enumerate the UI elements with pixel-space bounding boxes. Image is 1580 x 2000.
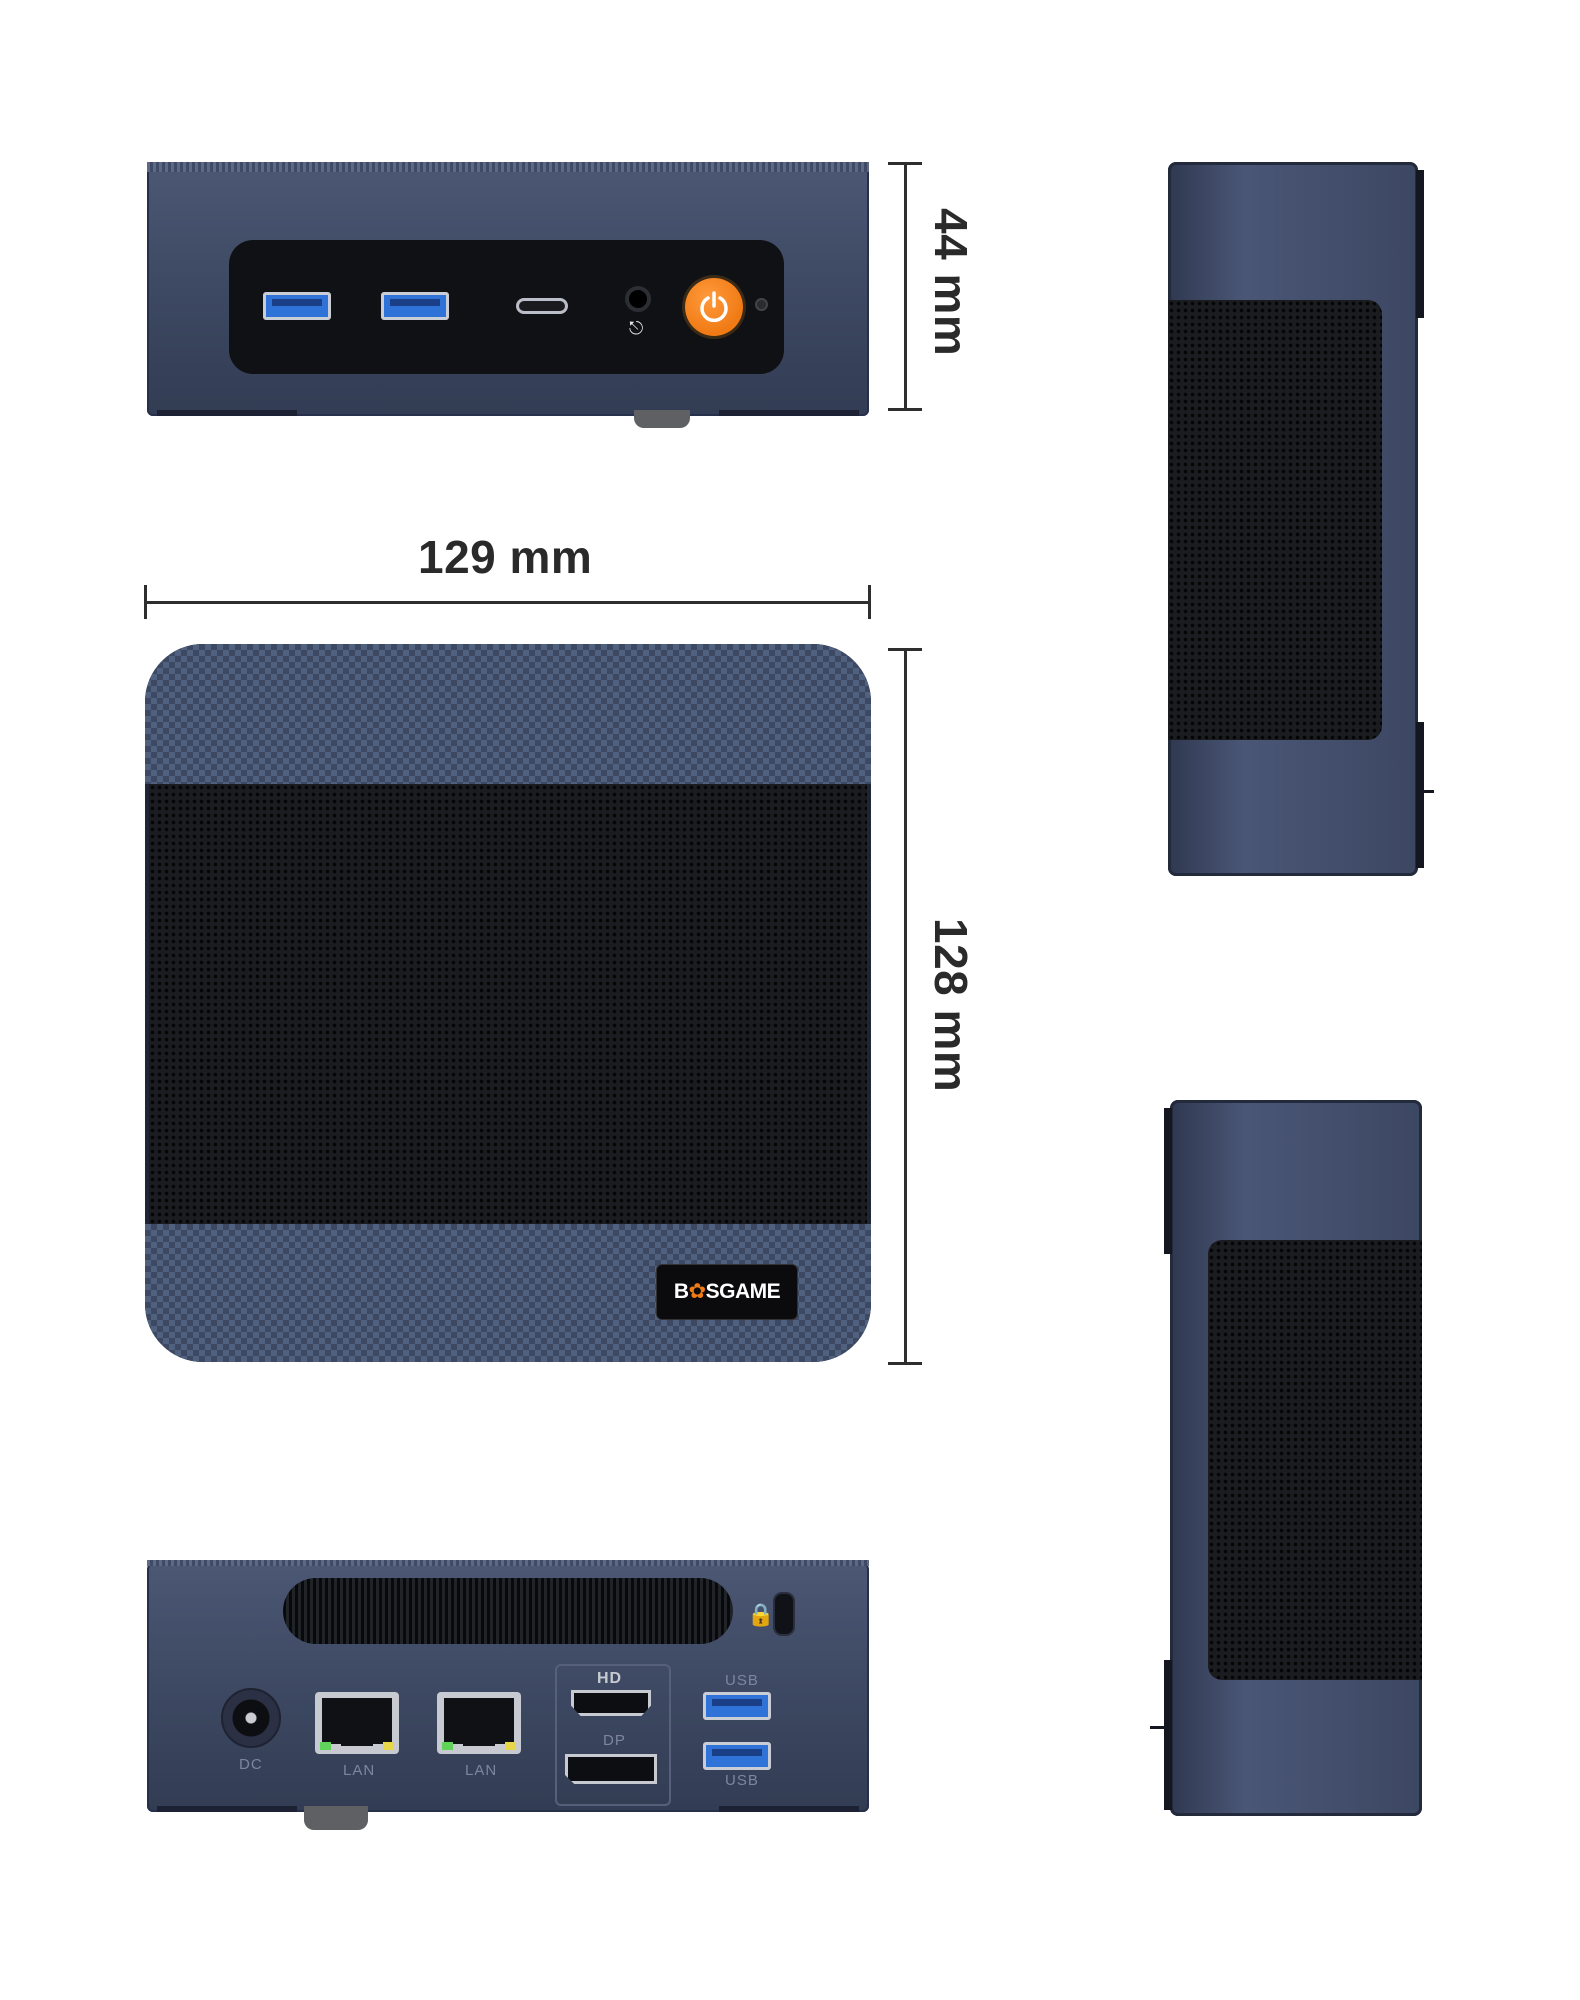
side-lower-edge-top [1164, 1108, 1172, 1254]
bottom-diamond-texture [145, 1224, 871, 1362]
usb-a-port-1 [263, 292, 331, 320]
rear-top-edge [147, 1560, 869, 1566]
lan-port-1 [315, 1692, 399, 1754]
dp-label: DP [603, 1732, 626, 1749]
top-edge-knurl [147, 162, 869, 172]
usb-bottom-label: USB [725, 1772, 759, 1789]
kensington-lock-icon: 🔒 [747, 1602, 775, 1627]
rear-exhaust-vent [283, 1578, 733, 1644]
front-foot-right [719, 410, 859, 416]
depth-dimension-cap-top [888, 648, 922, 651]
rear-foot-right [719, 1806, 859, 1812]
height-dimension-line [904, 164, 907, 410]
side-upper-foot-tab [1416, 790, 1434, 793]
headset-icon: ⎋ [629, 318, 644, 338]
side-view-upper [1168, 162, 1418, 876]
front-view: ⎋ [147, 162, 869, 416]
lan-2-label: LAN [465, 1762, 498, 1779]
width-dimension-label: 129 mm [418, 531, 593, 583]
hdmi-port [571, 1690, 651, 1716]
side-lower-edge-bottom [1164, 1660, 1172, 1810]
power-button[interactable] [685, 278, 743, 336]
side-upper-edge-bottom [1416, 722, 1424, 868]
depth-dimension-cap-bottom [888, 1362, 922, 1365]
usb-c-port [516, 298, 568, 314]
side-upper-mesh-grille [1168, 300, 1382, 740]
front-foot-left [157, 410, 297, 416]
front-rubber-foot [634, 410, 690, 428]
height-dimension-cap-bottom [888, 408, 922, 411]
status-led [755, 298, 768, 311]
height-dimension-label: 44 mm [925, 208, 977, 357]
top-mesh-grille [149, 784, 867, 1224]
lan-port-2 [437, 1692, 521, 1754]
side-upper-edge-top [1416, 170, 1424, 318]
top-view [145, 644, 871, 1362]
audio-jack [625, 286, 651, 312]
rear-foot-left [157, 1806, 297, 1812]
rear-usb-a-port-1 [703, 1692, 771, 1720]
display-port-group [555, 1664, 671, 1806]
displayport-port [565, 1754, 657, 1784]
usb-top-label: USB [725, 1672, 759, 1689]
rear-view: 🔒 DC LAN LAN HD DP USB USB [147, 1560, 869, 1812]
side-lower-foot-tab [1150, 1726, 1168, 1729]
usb-a-port-2 [381, 292, 449, 320]
width-dimension-line [145, 601, 871, 604]
width-dimension-cap-left [144, 585, 147, 619]
kensington-lock-slot [773, 1592, 795, 1636]
rear-rubber-foot [304, 1806, 368, 1830]
brand-logo: B✿SGAME [656, 1264, 798, 1320]
lan-1-label: LAN [343, 1762, 376, 1779]
depth-dimension-label: 128 mm [925, 918, 977, 1093]
hdmi-label: HD [597, 1670, 623, 1687]
depth-dimension-line [904, 650, 907, 1364]
dc-power-port [221, 1688, 281, 1748]
top-diamond-texture [145, 644, 871, 784]
front-port-panel: ⎋ [229, 240, 784, 374]
height-dimension-cap-top [888, 162, 922, 165]
side-view-lower [1170, 1100, 1422, 1816]
dc-label: DC [239, 1756, 263, 1773]
power-icon [700, 291, 728, 323]
width-dimension-cap-right [868, 585, 871, 619]
rear-usb-a-port-2 [703, 1742, 771, 1770]
side-lower-mesh-grille [1208, 1240, 1422, 1680]
